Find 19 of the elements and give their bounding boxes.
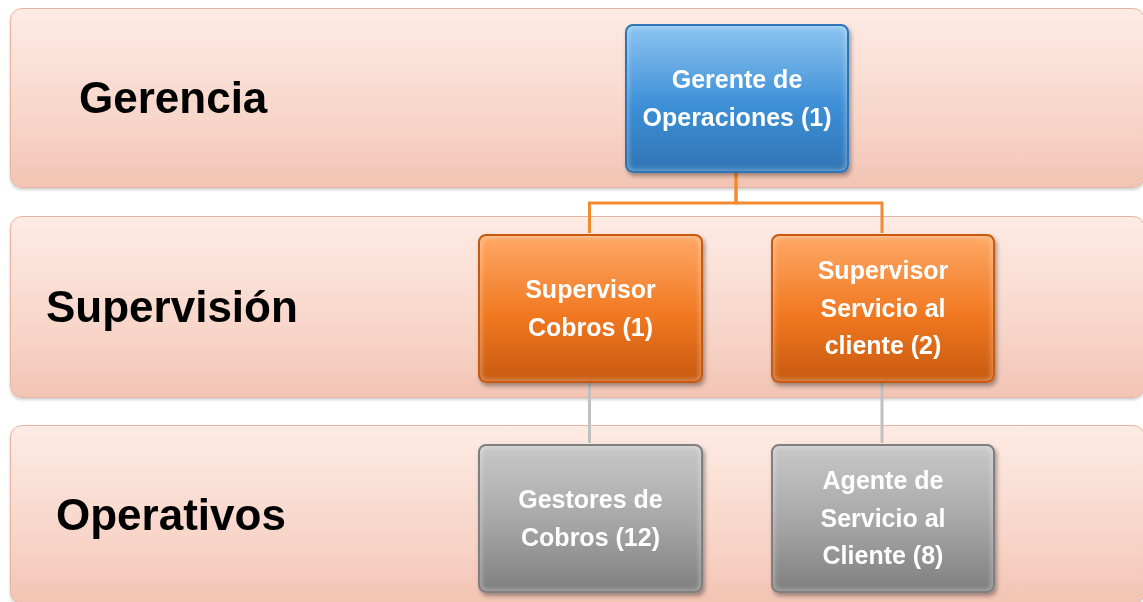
connector-line bbox=[734, 172, 884, 233]
level-band bbox=[10, 8, 1143, 188]
position-title: Supervisor Servicio al cliente (2) bbox=[816, 255, 950, 362]
position-box bbox=[478, 234, 703, 383]
position-title: Gerente de Operaciones (1) bbox=[641, 64, 833, 133]
position-box bbox=[478, 444, 703, 593]
position-title: Agente de Servicio al Cliente (8) bbox=[819, 465, 947, 572]
level-label: Operativos bbox=[56, 489, 286, 540]
level-label: Gerencia bbox=[79, 73, 268, 123]
position-title: Gestores de Cobros (12) bbox=[517, 484, 664, 553]
position-title: Supervisor Cobros (1) bbox=[524, 274, 657, 343]
position-box bbox=[625, 24, 849, 173]
connector-line bbox=[588, 382, 591, 443]
position-box bbox=[771, 234, 995, 383]
level-band bbox=[10, 216, 1143, 398]
level-label: Supervisión bbox=[46, 282, 298, 332]
position-box bbox=[771, 444, 995, 593]
level-band bbox=[10, 425, 1143, 602]
connector-line bbox=[880, 382, 884, 443]
